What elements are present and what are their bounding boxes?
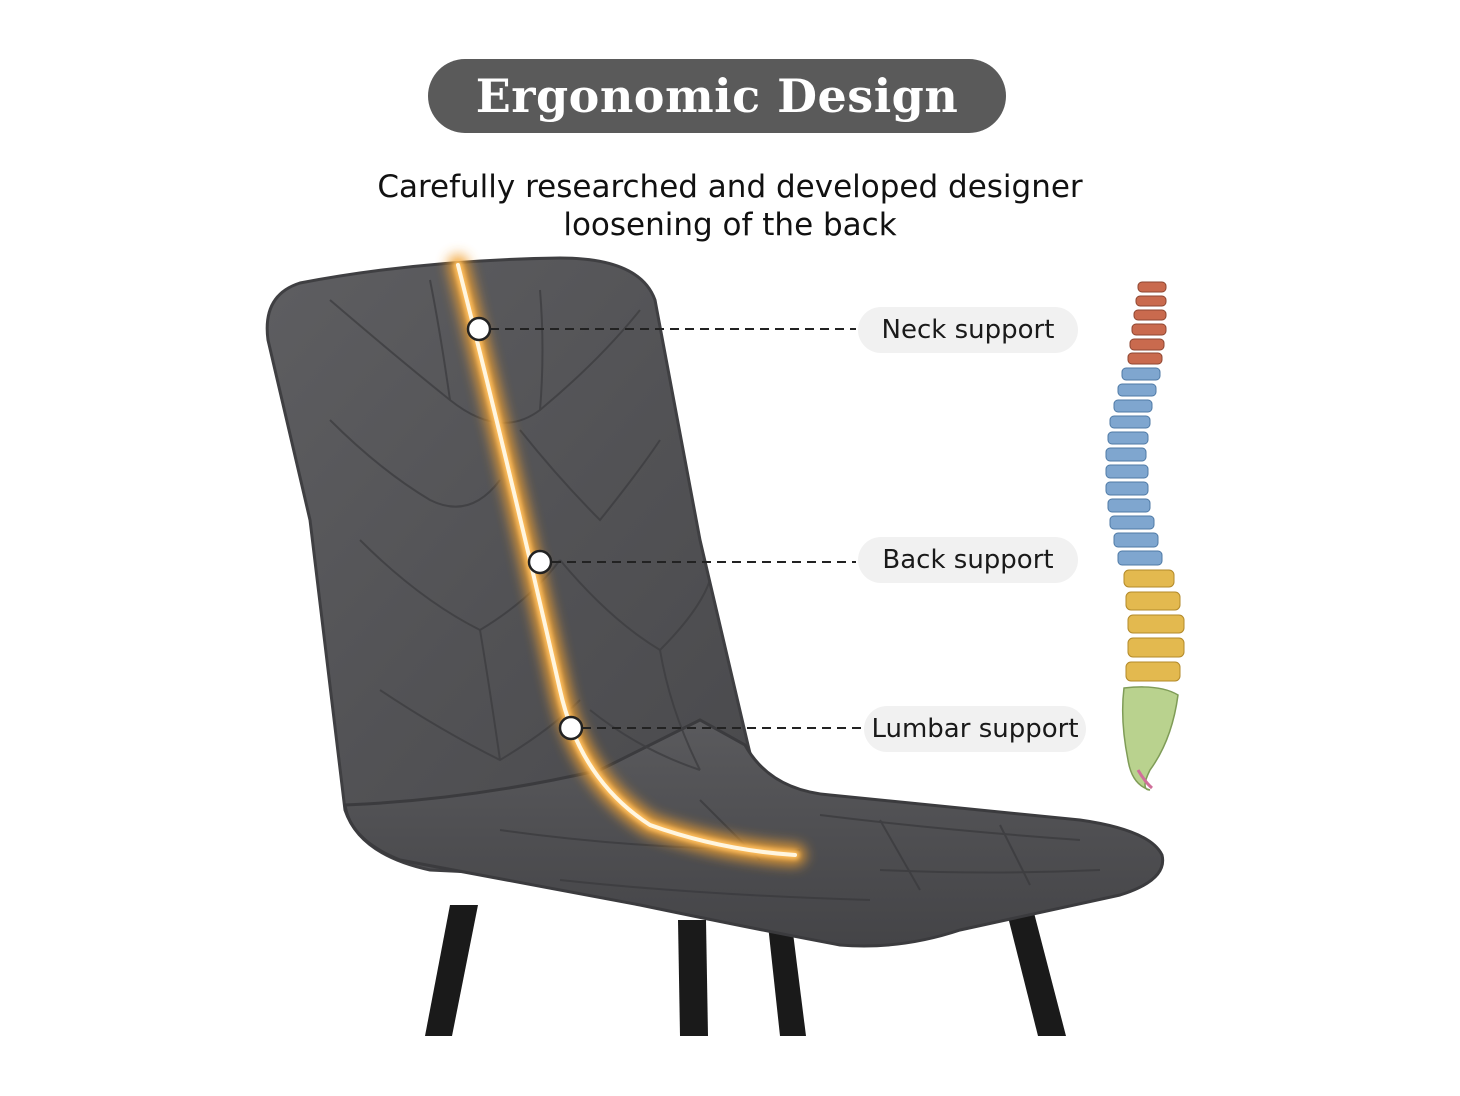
markers: [466, 316, 584, 741]
chair-legs: [425, 905, 1066, 1036]
back-support-label: Back support: [858, 537, 1078, 583]
subtitle-line-2: loosening of the back: [563, 207, 897, 243]
page-title: Ergonomic Design: [475, 69, 959, 123]
back-marker: [527, 549, 553, 575]
lumbar-marker: [558, 715, 584, 741]
lumbar-support-label: Lumbar support: [864, 706, 1086, 752]
title-banner: Ergonomic Design: [428, 59, 1006, 133]
neck-marker: [466, 316, 492, 342]
subtitle: Carefully researched and developed desig…: [230, 168, 1230, 244]
leader-lines: [490, 328, 862, 729]
neck-support-label: Neck support: [858, 307, 1078, 353]
subtitle-line-1: Carefully researched and developed desig…: [377, 169, 1083, 205]
spine-icon: [1105, 281, 1185, 791]
